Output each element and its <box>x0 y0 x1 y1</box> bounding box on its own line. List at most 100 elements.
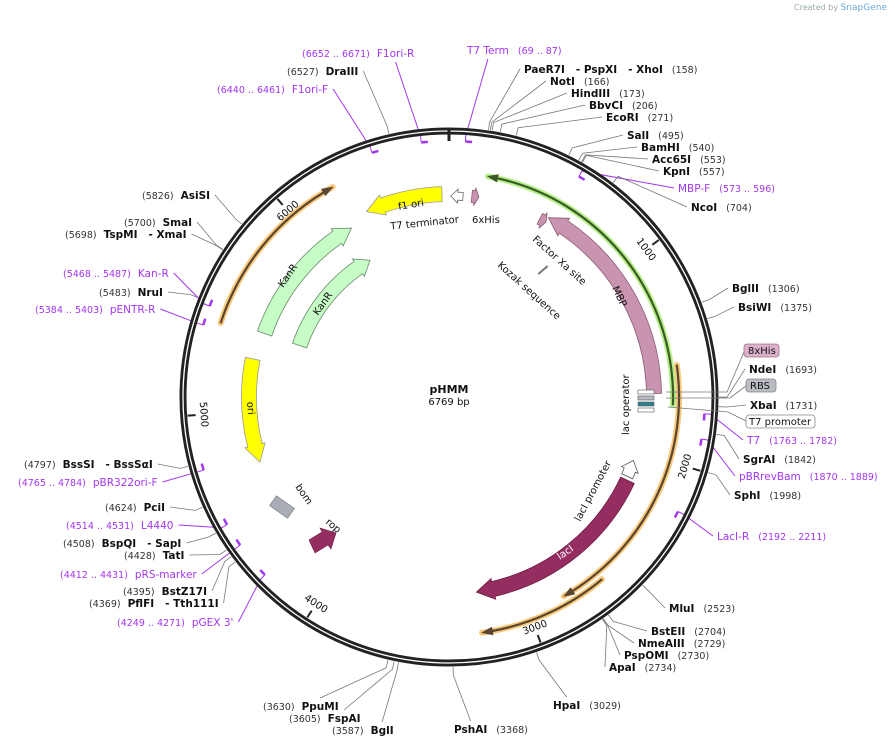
primer-binding-mark[interactable] <box>673 510 680 519</box>
callout-rbs[interactable]: RBS <box>745 378 777 393</box>
site-label-bgli[interactable]: BglI(3587) <box>332 725 394 737</box>
primer-label-pentrr[interactable]: pENTR-R(5384 .. 5403) <box>35 304 155 316</box>
site-label-hindiii[interactable]: HindIII(173) <box>571 88 645 100</box>
site-label-bstz17i[interactable]: BstZ17I(4395) <box>123 586 207 598</box>
site-label-xbai[interactable]: XbaI(1731) <box>750 400 817 412</box>
site-label-sphi[interactable]: SphI(1998) <box>734 490 801 502</box>
site-label-ncoi[interactable]: NcoI(704) <box>691 202 752 214</box>
t7-terminator-arrow[interactable] <box>450 188 464 205</box>
primer-binding-mark[interactable] <box>202 318 207 326</box>
primer-label-prsmarker[interactable]: pRS-marker(4412 .. 4431) <box>60 569 197 581</box>
primer-label-f1orif[interactable]: F1ori-F(6440 .. 6461) <box>217 84 328 96</box>
site-label-fspai[interactable]: FspAI(3605) <box>289 713 361 725</box>
leader-line <box>490 80 547 131</box>
site-label-draiii[interactable]: DraIII(6527) <box>287 66 358 78</box>
site-label-nrui[interactable]: NruI(5483) <box>99 287 163 299</box>
laci-promoter-arrow[interactable] <box>620 459 639 480</box>
ori-arrow[interactable] <box>241 356 266 463</box>
site-label-ppumi[interactable]: PpuMI(3630) <box>263 701 339 713</box>
factor-xa-site-feature[interactable] <box>536 212 548 229</box>
backbone-ring <box>179 127 719 667</box>
site-label-ecori[interactable]: EcoRI(271) <box>606 112 673 124</box>
mbp-highlight-arrow[interactable] <box>486 174 675 406</box>
site-label-apai[interactable]: ApaI(2734) <box>609 662 676 674</box>
site-label-pshai[interactable]: PshAI(3368) <box>454 724 528 736</box>
site-label-kpni[interactable]: KpnI(557) <box>663 166 725 178</box>
kanr-outer-arrow[interactable] <box>256 227 353 337</box>
primer-binding-mark[interactable] <box>208 299 214 307</box>
label-value: (5826) <box>142 191 174 202</box>
lac-region-box[interactable] <box>637 389 655 395</box>
tick-mark <box>692 467 701 472</box>
site-label-pspomi[interactable]: PspOMI(2730) <box>624 650 709 662</box>
primer-label-t7[interactable]: T7(1763 .. 1782) <box>746 435 837 447</box>
site-label-tati[interactable]: TatI(4428) <box>124 550 184 562</box>
site-label-bglii[interactable]: BglII(1306) <box>732 283 800 295</box>
primer-binding-mark[interactable] <box>371 149 379 154</box>
primer-binding-mark[interactable] <box>235 538 242 546</box>
site-label-bsiwi[interactable]: BsiWI(1375) <box>738 302 812 314</box>
site-label-pflfi[interactable]: PflFI - Tth111I(4369) <box>89 598 219 610</box>
site-label-paer7i[interactable]: PaeR7I - PspXI - XhoI(158) <box>524 64 697 76</box>
site-label-sgrai[interactable]: SgrAI(1842) <box>743 454 816 466</box>
primer-label-lacir[interactable]: LacI-R(2192 .. 2211) <box>717 531 826 543</box>
site-label-mlui[interactable]: MluI(2523) <box>669 603 735 615</box>
label-name: SalI <box>627 130 649 142</box>
site-label-hpai[interactable]: HpaI(3029) <box>553 700 621 712</box>
callout-t7-promoter[interactable]: T7 promoter <box>745 414 816 429</box>
primer-binding-mark[interactable] <box>578 175 586 181</box>
site-label-bspqi[interactable]: BspQI - SapI(4508) <box>63 538 181 550</box>
primer-binding-mark[interactable] <box>200 463 205 471</box>
site-label-acc65i[interactable]: Acc65I(553) <box>652 154 726 166</box>
rop-arrow[interactable] <box>308 527 337 554</box>
site-label-pcii[interactable]: PciI(4624) <box>105 502 165 514</box>
leader-line <box>395 61 422 143</box>
label-value: (2734) <box>645 663 677 674</box>
f1-ori-arrow[interactable] <box>365 186 443 216</box>
mbp-arrow[interactable] <box>547 217 662 395</box>
leader-line <box>719 368 746 398</box>
orange-highlight-arrow-2[interactable] <box>480 578 603 636</box>
lac-region-box[interactable] <box>637 407 655 413</box>
6xhis-feature[interactable] <box>470 187 480 206</box>
site-label-bamhi[interactable]: BamHI(540) <box>641 142 714 154</box>
site-label-tspmi[interactable]: TspMI - XmaI(5698) <box>65 229 187 241</box>
primer-binding-mark[interactable] <box>259 569 266 576</box>
orange-highlight-arrow-1[interactable] <box>563 364 681 597</box>
label-name: pGEX 3' <box>192 617 234 629</box>
primer-label-pgex[interactable]: pGEX 3'(4249 .. 4271) <box>117 617 233 629</box>
site-label-noti[interactable]: NotI(166) <box>550 76 609 88</box>
primer-binding-mark[interactable] <box>465 140 473 144</box>
primer-binding-mark[interactable] <box>699 438 703 446</box>
primer-label-kanr[interactable]: Kan-R(5468 .. 5487) <box>63 268 169 280</box>
lac-region-box[interactable] <box>637 401 655 407</box>
primer-binding-mark[interactable] <box>702 413 706 421</box>
primer-label-l4440[interactable]: L4440(4514 .. 4531) <box>66 520 173 532</box>
site-label-asisi[interactable]: AsiSI(5826) <box>142 190 210 202</box>
primer-binding-mark[interactable] <box>421 140 428 144</box>
kozak-sequence-feature[interactable] <box>537 265 549 275</box>
site-label-nmeaiii[interactable]: NmeAIII(2729) <box>638 638 725 650</box>
orange-highlight-arrow-3[interactable] <box>219 186 334 324</box>
bom-feature[interactable] <box>269 495 295 519</box>
laci-arrow[interactable] <box>475 476 635 600</box>
label-name: HpaI <box>553 700 580 712</box>
site-label-ndei[interactable]: NdeI(1693) <box>749 364 817 376</box>
primer-label-pbrrevbam[interactable]: pBRrevBam(1870 .. 1889) <box>739 471 878 483</box>
kanr-inner-arrow[interactable] <box>291 258 371 349</box>
site-label-bsssi[interactable]: BssSI - BssSαI(4797) <box>24 459 153 471</box>
callout-8xhis[interactable]: 8xHis <box>743 343 780 358</box>
site-label-bbvci[interactable]: BbvCI(206) <box>589 100 658 112</box>
primer-binding-mark[interactable] <box>222 518 229 526</box>
label-value: (4765 .. 4784) <box>18 478 86 489</box>
primer-label-pbr322orif[interactable]: pBR322ori-F(4765 .. 4784) <box>18 477 158 489</box>
primer-label-mbpf[interactable]: MBP-F(573 .. 596) <box>678 183 775 195</box>
lac-region-box[interactable] <box>637 395 655 401</box>
label-name: BbvCI <box>589 100 623 112</box>
site-label-bsteii[interactable]: BstEII(2704) <box>651 626 726 638</box>
site-label-smai[interactable]: SmaI(5700) <box>124 217 192 229</box>
site-label-sali[interactable]: SalI(495) <box>627 130 684 142</box>
primer-label-f1orir[interactable]: F1ori-R(6652 .. 6671) <box>302 48 414 60</box>
primer-label-t7[interactable]: T7 Term(69 .. 87) <box>466 45 562 57</box>
tick-label: 5000 <box>197 401 210 427</box>
